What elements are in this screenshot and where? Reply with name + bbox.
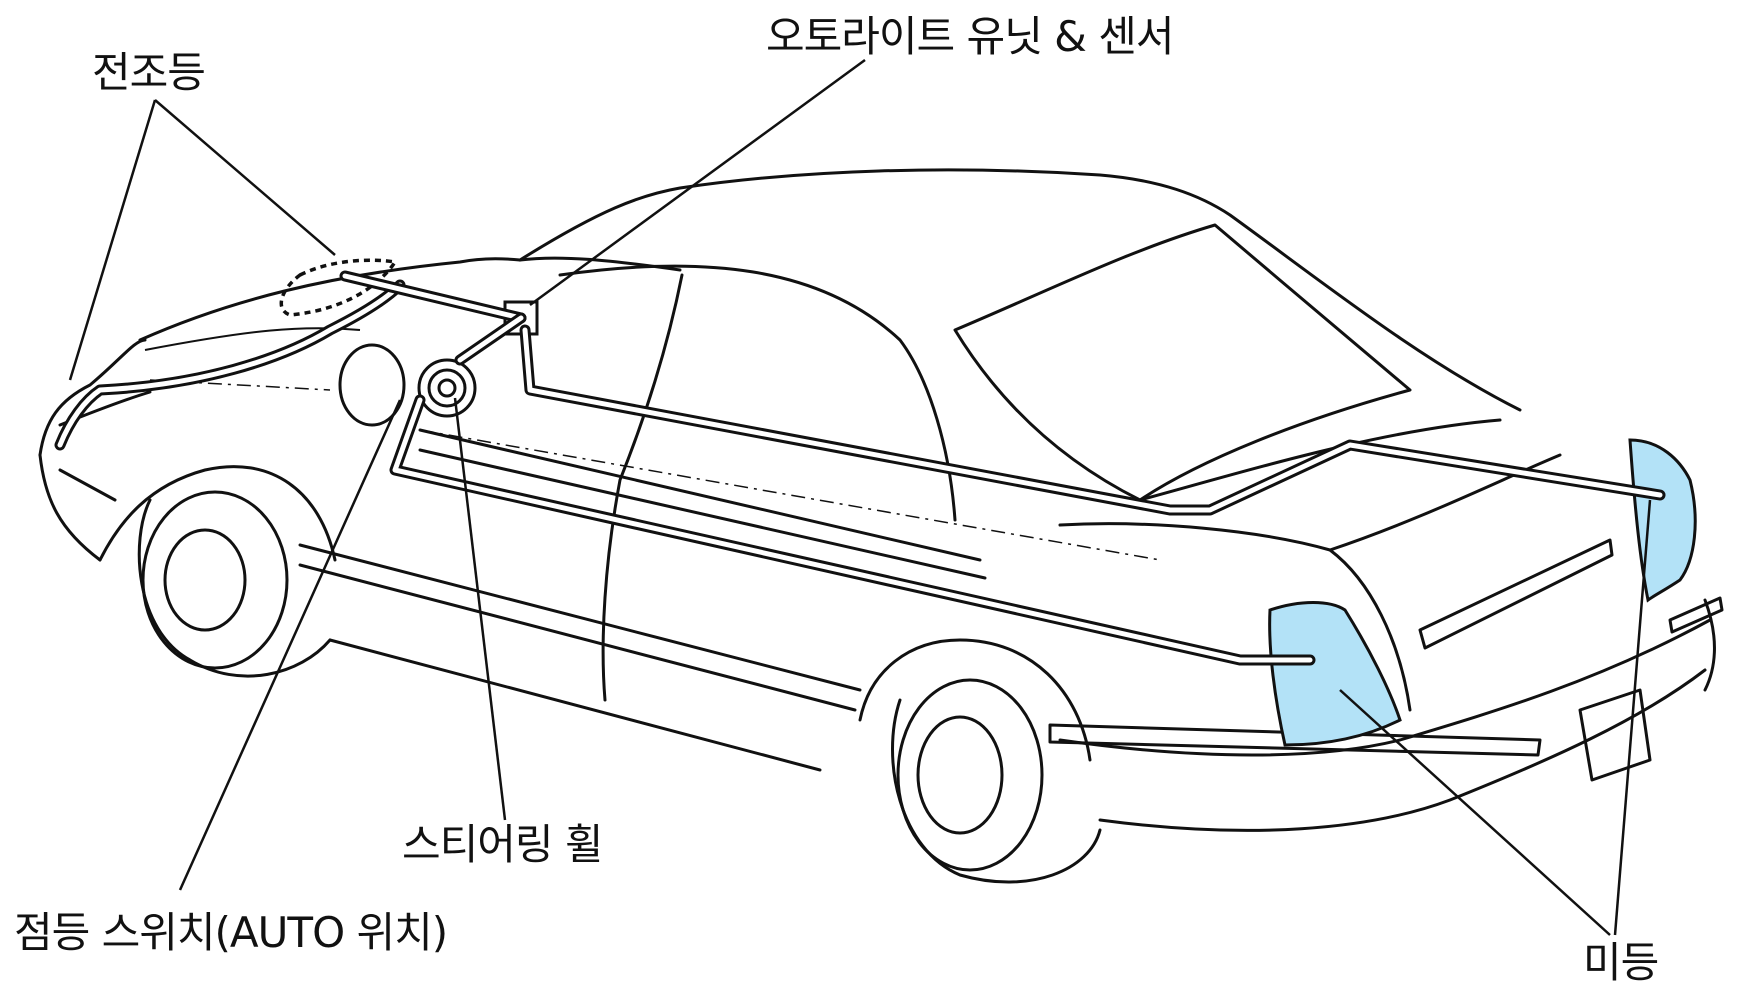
leader-tail-lamp-left	[1339, 689, 1611, 936]
steering-wheel-label: 스티어링 휠	[402, 820, 604, 869]
leader-headlamp-left	[68, 99, 157, 381]
leader-headlamp-right	[154, 99, 336, 256]
tail-lamp-left	[1268, 601, 1402, 747]
leader-light-switch	[178, 399, 402, 891]
tail-lamp-right	[1628, 438, 1697, 603]
wiring-harness	[54, 270, 1666, 666]
leader-auto-light	[529, 58, 866, 307]
car-body	[38, 168, 1724, 884]
tail-lamp-label: 미등	[1583, 938, 1659, 987]
interior-components	[279, 258, 539, 427]
leader-tail-lamp-right	[1613, 499, 1652, 936]
auto-light-unit-label: 오토라이트 유닛 & 센서	[766, 12, 1175, 61]
headlamp-label: 전조등	[92, 48, 206, 97]
steering-wheel-hub	[417, 358, 477, 418]
light-switch-label: 점등 스위치(AUTO 위치)	[14, 908, 448, 957]
leader-lines	[68, 58, 1652, 936]
side-mirror	[338, 343, 406, 427]
leader-steering-wheel	[453, 397, 507, 821]
headlamp-dotted-outline	[279, 258, 398, 317]
